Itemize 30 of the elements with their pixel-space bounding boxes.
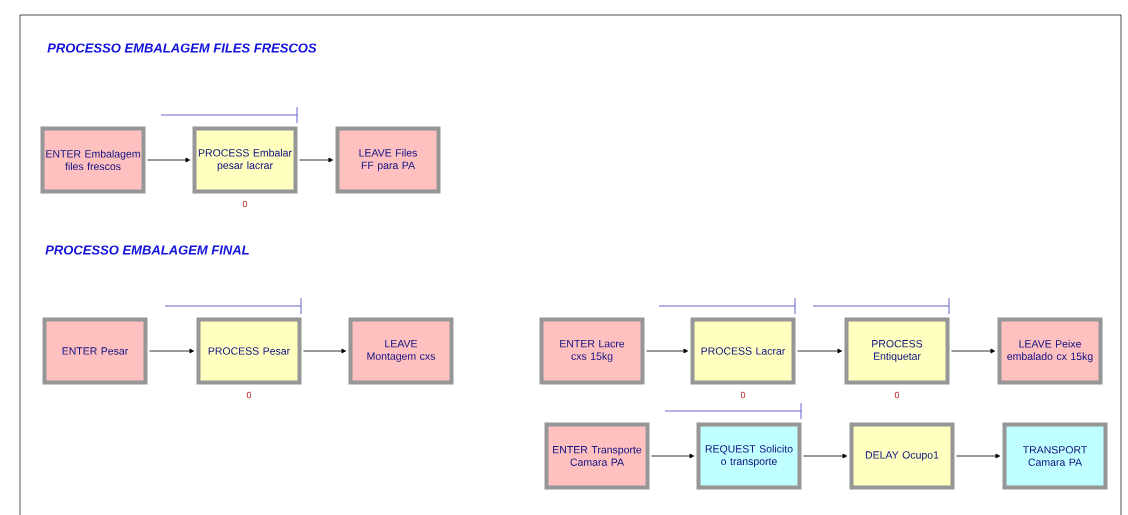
connector <box>956 453 1000 459</box>
module-box: DELAY Ocupo1 <box>849 422 955 490</box>
connector <box>951 348 995 354</box>
counter-label: 0 <box>894 391 900 399</box>
module-box: LEAVE Files FF para PA <box>335 126 441 194</box>
connector <box>803 453 847 459</box>
connector <box>299 157 333 163</box>
connector <box>797 348 842 354</box>
counter-label: 0 <box>246 391 252 399</box>
connector <box>646 348 688 354</box>
module-box: PROCESS Pesar <box>196 317 302 385</box>
connector <box>147 157 190 163</box>
module-box: LEAVE Montagem cxs <box>348 317 454 385</box>
module-box: ENTER Embalagem files frescos <box>40 126 146 194</box>
counter-label: 0 <box>740 391 746 399</box>
module-box: ENTER Pesar <box>42 317 148 385</box>
connector <box>149 348 194 354</box>
connector <box>651 453 694 459</box>
section-heading: PROCESSO EMBALAGEM FILES FRESCOS <box>47 43 317 53</box>
module-box: PROCESS Lacrar <box>690 317 796 385</box>
module-box: REQUEST Solicito o transporte <box>696 422 802 490</box>
counter-label: 0 <box>242 200 248 208</box>
module-box: ENTER Lacre cxs 15kg <box>539 317 645 385</box>
module-box: TRANSPORT Camara PA <box>1002 422 1108 490</box>
module-box: PROCESS Embalar pesar lacrar <box>192 126 298 194</box>
module-box: ENTER Transporte Camara PA <box>544 422 650 490</box>
section-heading: PROCESSO EMBALAGEM FINAL <box>45 245 249 255</box>
connector <box>303 348 346 354</box>
module-box: PROCESS Entiquetar <box>844 317 950 385</box>
module-box: LEAVE Peixe embalado cx 15kg <box>997 317 1103 385</box>
